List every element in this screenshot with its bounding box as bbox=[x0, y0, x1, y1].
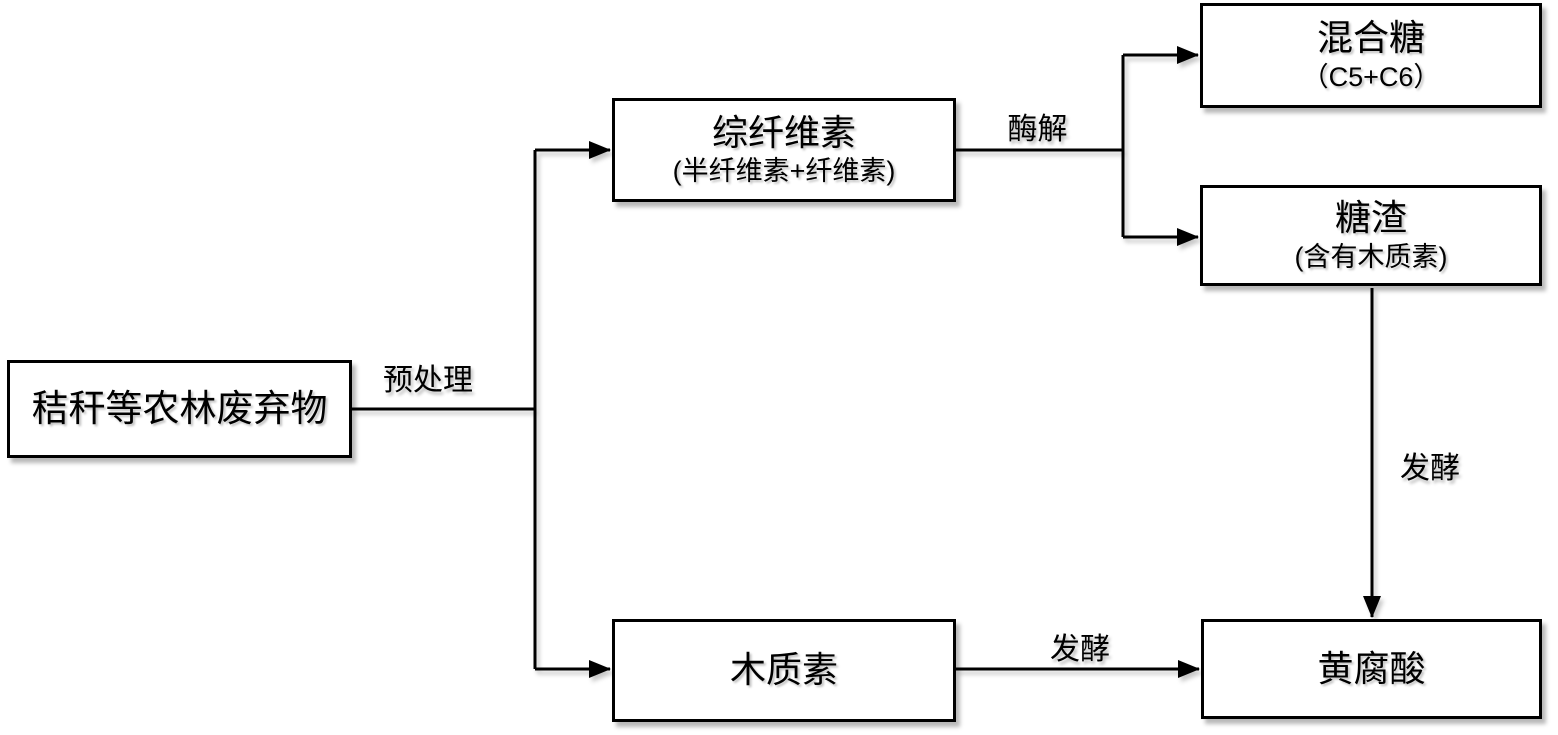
edge-label-fermentation-bottom: 发酵 bbox=[1050, 633, 1110, 666]
node-feedstock-label: 秸秆等农林废弃物 bbox=[31, 388, 328, 430]
node-mixed-sugar-sublabel: （C5+C6） bbox=[1301, 61, 1441, 92]
node-holocellulose: 综纤维素 (半纤维素+纤维素) bbox=[612, 98, 956, 202]
node-sugar-residue-sublabel: (含有木质素) bbox=[1294, 241, 1448, 272]
node-fulvic-acid-label: 黄腐酸 bbox=[1317, 647, 1426, 689]
node-fulvic-acid: 黄腐酸 bbox=[1201, 619, 1542, 719]
node-lignin-label: 木质素 bbox=[729, 649, 838, 691]
node-lignin: 木质素 bbox=[612, 619, 956, 722]
node-feedstock: 秸秆等农林废弃物 bbox=[7, 360, 352, 458]
node-sugar-residue: 糖渣 (含有木质素) bbox=[1200, 185, 1542, 286]
node-holocellulose-label: 综纤维素 bbox=[711, 111, 856, 153]
edge-label-fermentation-right: 发酵 bbox=[1400, 452, 1460, 485]
node-mixed-sugar: 混合糖 （C5+C6） bbox=[1200, 3, 1542, 108]
node-sugar-residue-label: 糖渣 bbox=[1334, 197, 1407, 239]
node-mixed-sugar-label: 混合糖 bbox=[1316, 17, 1425, 59]
edge-label-pretreatment: 预处理 bbox=[383, 364, 473, 397]
edge-label-enzymolysis: 酶解 bbox=[1007, 113, 1068, 146]
node-holocellulose-sublabel: (半纤维素+纤维素) bbox=[672, 156, 896, 187]
